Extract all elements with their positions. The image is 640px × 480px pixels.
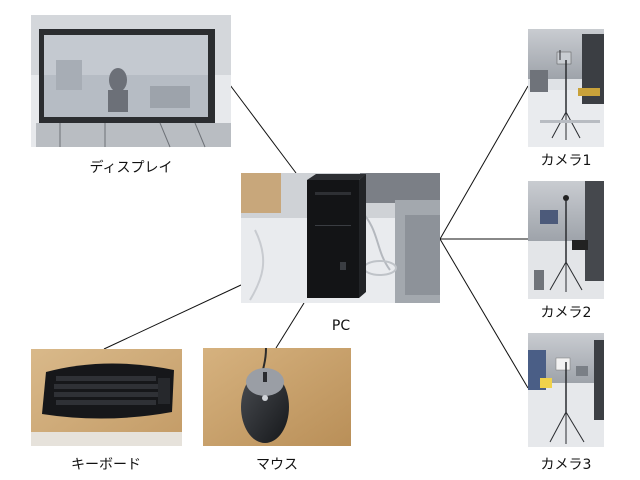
connector-lines <box>103 84 529 389</box>
camera1-photo <box>528 29 604 147</box>
line-pc-camera1 <box>439 85 529 240</box>
display-label: ディスプレイ <box>89 159 172 176</box>
mouse-label: マウス <box>256 457 298 473</box>
keyboard-label: キーボード <box>71 457 141 473</box>
camera1-label: カメラ1 <box>541 153 592 169</box>
line-pc-keyboard <box>103 284 242 350</box>
line-pc-mouse <box>275 302 305 349</box>
line-display-pc <box>229 84 297 174</box>
camera3-photo <box>528 333 604 447</box>
pc-label: PC <box>332 318 350 334</box>
line-pc-camera3 <box>439 238 529 389</box>
camera2-photo <box>528 181 604 299</box>
mouse-photo <box>203 347 351 446</box>
camera2-label: カメラ2 <box>541 305 592 321</box>
pc-photo <box>241 173 440 303</box>
keyboard-photo <box>31 349 182 446</box>
camera3-label: カメラ3 <box>541 457 592 473</box>
display-photo <box>31 15 231 148</box>
